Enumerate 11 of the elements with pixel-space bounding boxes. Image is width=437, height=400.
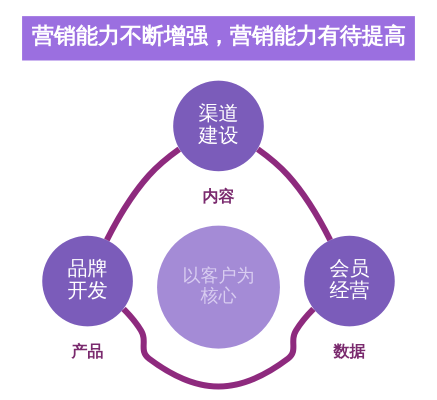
diagram-title: 营销能力不断增强，营销能力有待提高 [32, 22, 406, 49]
node-circle: 品牌开发 [42, 236, 133, 326]
connector [104, 146, 181, 242]
node-label: 产品 [71, 341, 104, 360]
connector [121, 306, 316, 390]
node-circle: 渠道建设 [173, 80, 264, 172]
node-label: 内容 [202, 186, 234, 206]
node-circle: 以客户为核心 [157, 226, 280, 349]
node-label: 数据 [333, 341, 366, 360]
node-circle: 会员经营 [304, 236, 395, 326]
connector [256, 146, 333, 242]
